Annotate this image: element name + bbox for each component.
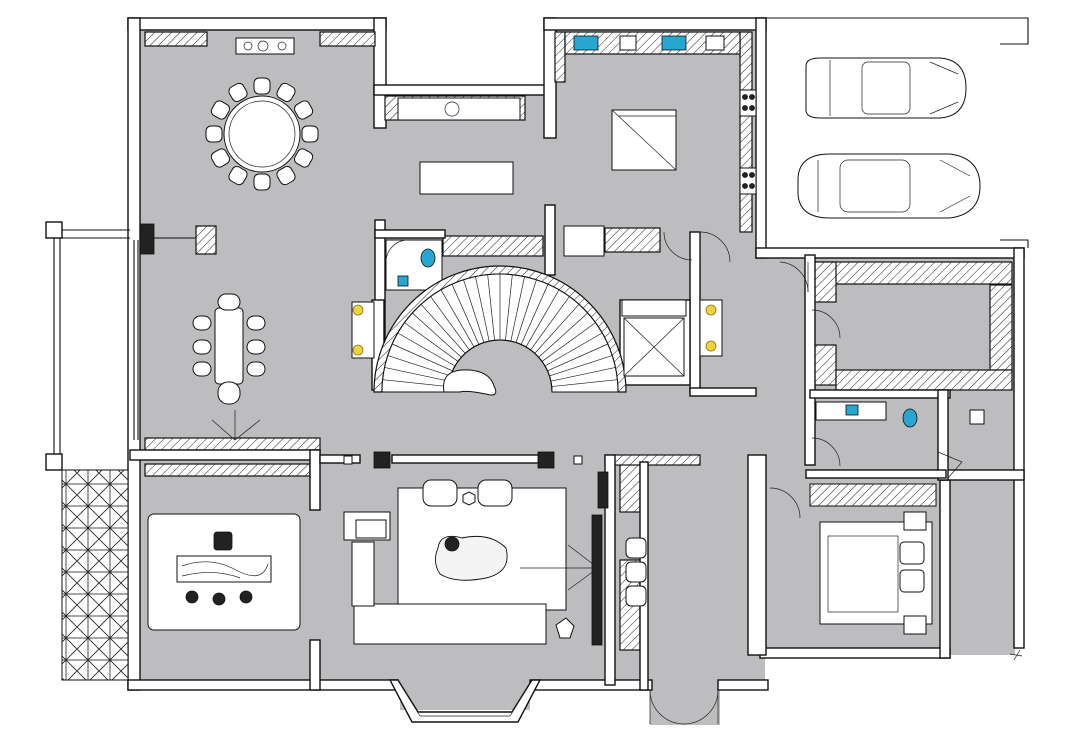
toilet-icon-2	[902, 408, 918, 428]
stair-tread	[387, 355, 451, 377]
round-table-edge	[228, 100, 296, 168]
stair-tread	[420, 304, 466, 354]
dining-chair	[253, 77, 271, 95]
sink-icon	[573, 35, 599, 51]
sink-icon-3	[845, 404, 859, 416]
study-desk	[147, 513, 301, 631]
dining-chair	[293, 148, 314, 168]
stair-tread	[382, 379, 449, 387]
stair-landing	[443, 369, 497, 396]
dining-chair	[276, 165, 296, 186]
dining-chair	[253, 173, 271, 191]
car-icon	[805, 57, 967, 119]
bedroom	[809, 483, 937, 635]
dining-chair	[210, 148, 231, 168]
armchair-icon-2	[477, 479, 513, 507]
living-room	[343, 479, 603, 646]
stair-tread	[430, 296, 470, 351]
stair-tread	[530, 296, 570, 351]
dining-chair	[228, 165, 248, 186]
stair-tread	[487, 274, 495, 341]
garage-outline	[766, 17, 1029, 248]
sofa-icon	[353, 603, 547, 645]
stair-tread	[538, 312, 588, 358]
kitchen-counter	[397, 31, 757, 257]
stair-tread	[463, 279, 485, 343]
stair-tread	[397, 332, 456, 367]
stair-tread	[392, 343, 453, 372]
stair-tread	[547, 343, 608, 372]
bathroom	[815, 401, 985, 479]
elevator-icon	[621, 299, 687, 377]
spiral-staircase-icon	[373, 265, 627, 396]
sofa-icon-2	[351, 541, 375, 607]
hall-seating	[597, 471, 647, 607]
stair-tread	[520, 284, 549, 345]
stair-tread	[475, 276, 490, 342]
stair-tread	[505, 274, 513, 341]
dining-chair	[210, 100, 231, 120]
stair-tread	[541, 322, 596, 362]
stair-tread	[549, 355, 613, 377]
stove-icon	[739, 89, 757, 117]
fridge-icon	[563, 225, 605, 257]
left-terrace	[45, 221, 217, 681]
dining-chair	[301, 125, 319, 143]
columns	[343, 451, 583, 469]
powder-room	[385, 239, 443, 291]
stair-tread	[534, 304, 580, 354]
door-swing-icon	[649, 231, 1023, 725]
stair-tread	[544, 332, 603, 367]
stair-tread	[550, 367, 616, 382]
sideboard-icon	[235, 37, 295, 55]
stair-tread	[384, 367, 450, 382]
stair-tread	[440, 289, 475, 348]
stair-tread	[515, 279, 537, 343]
sink-icon-2	[661, 35, 687, 51]
round-dining-table-icon	[205, 77, 319, 191]
round-table-top	[223, 95, 301, 173]
car-icon-2	[797, 153, 981, 219]
toilet-icon	[420, 248, 436, 268]
stair-tread	[510, 276, 525, 342]
rect-dining-table-icon	[192, 293, 266, 441]
exterior-walls	[127, 17, 1025, 723]
stair-tread	[404, 322, 459, 362]
desk-icon	[176, 555, 272, 583]
dining-chair	[228, 82, 248, 103]
bed-icon	[819, 521, 933, 625]
stair-tread	[412, 312, 462, 358]
stove-icon-2	[739, 167, 757, 195]
dining-chair	[276, 82, 296, 103]
dining-chair	[205, 125, 223, 143]
stair-tread	[525, 289, 560, 348]
stair-tread	[551, 379, 618, 387]
stair-tread	[451, 284, 480, 345]
stair-inner-rail	[447, 339, 553, 393]
dining-chair	[293, 100, 314, 120]
armchair-icon	[422, 479, 458, 507]
